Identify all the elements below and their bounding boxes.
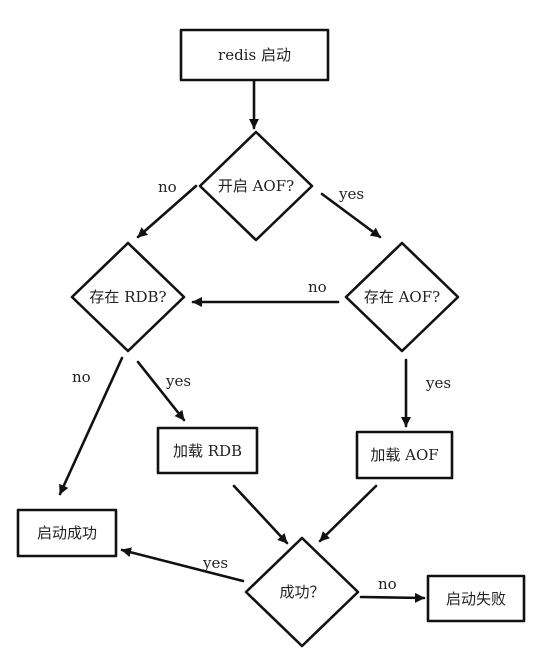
edges [58,78,426,603]
label-success-yes: yes [202,554,228,572]
label-aof-exists-yes: yes [425,374,451,392]
node-load-aof-label: 加载 AOF [370,446,438,464]
label-rdb-yes: yes [165,372,191,390]
node-start-ok-label: 启动成功 [37,524,97,542]
node-load-rdb: 加载 RDB [156,426,259,475]
label-rdb-no: no [72,368,91,386]
edge-success-to-start-ok [120,547,245,583]
node-load-rdb-label: 加载 RDB [173,442,242,460]
edge-rdb-to-load-rdb [136,360,186,422]
node-start-fail-label: 启动失败 [446,590,506,608]
node-success-q: 成功？ [244,536,360,648]
node-start-fail: 启动失败 [426,574,526,623]
label-aof-yes: yes [338,185,364,203]
edge-aof-to-rdb-exists [136,184,198,239]
node-aof-enabled: 开启 AOF? [198,130,314,242]
node-success-q-label: 成功？ [279,583,324,601]
label-aof-exists-no: no [308,278,327,296]
node-rdb-exists: 存在 RDB? [70,241,186,353]
label-success-no: no [378,575,397,593]
label-aof-no: no [158,178,177,196]
node-start: redis 启动 [179,28,330,82]
edge-aof-to-aof-exists [320,192,382,239]
node-aof-exists: 存在 AOF? [344,241,460,353]
node-rdb-exists-label: 存在 RDB? [89,288,166,306]
node-load-aof: 加载 AOF [355,430,454,480]
edge-labels: no yes no yes no yes yes no [72,178,451,593]
node-aof-exists-label: 存在 AOF? [364,288,440,306]
node-start-label: redis 启动 [218,46,291,64]
edge-load-aof-to-success [318,484,378,543]
edge-load-rdb-to-success [232,484,289,545]
node-aof-enabled-label: 开启 AOF? [218,177,294,195]
edge-success-to-start-fail [359,592,426,603]
node-start-ok: 启动成功 [16,508,118,558]
edge-rdb-to-start-ok [58,356,124,496]
